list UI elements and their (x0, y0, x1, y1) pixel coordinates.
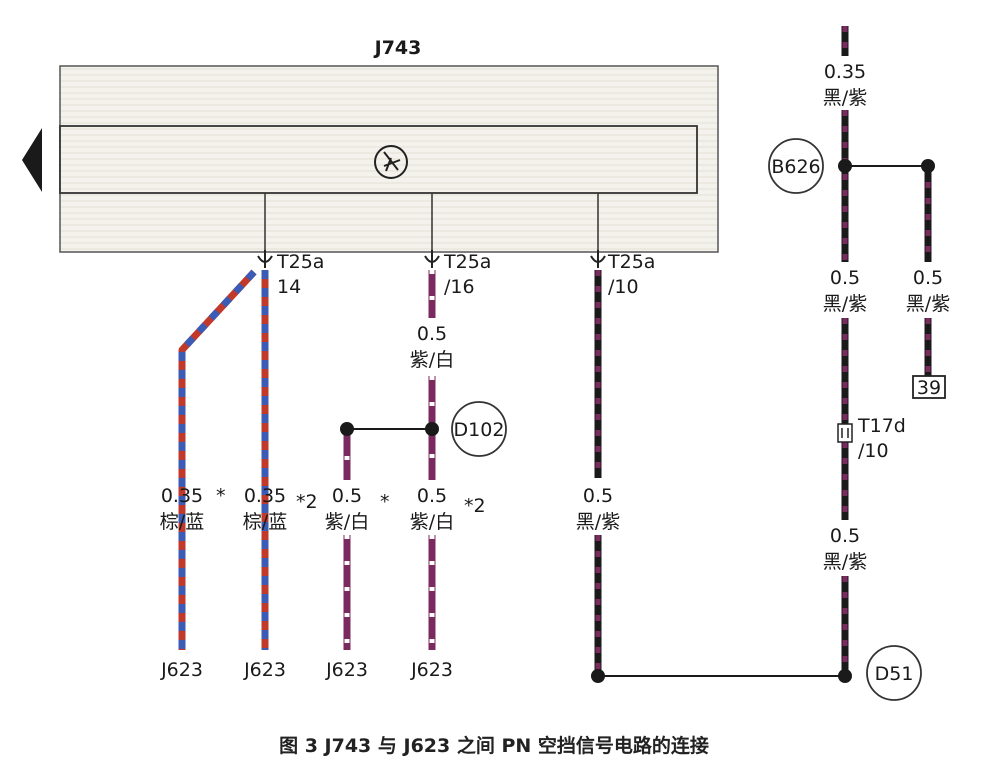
w1-color: 棕/蓝 (160, 511, 204, 533)
wire-w3-violet-white (343, 428, 432, 650)
arrow-left-icon (22, 128, 42, 192)
endpoint-j623-3: J623 (325, 659, 368, 681)
b626-left-size: 0.5 (830, 267, 860, 289)
figure-caption: 图 3 J743 与 J623 之间 PN 空挡信号电路的连接 (279, 734, 709, 757)
b626-right-size: 0.5 (913, 267, 943, 289)
module-inner-panel (59, 125, 698, 194)
wire-b626-branch-black-violet (845, 165, 932, 376)
w2-note: *2 (296, 491, 318, 513)
connector-pin-16-icon (424, 250, 440, 268)
splice-dot-b626-branch (921, 159, 935, 173)
ground-symbol-icon (374, 145, 408, 179)
w1-size: 0.35 (161, 485, 203, 507)
splice-dot-b626 (838, 159, 852, 173)
lower-right-size: 0.5 (830, 525, 860, 547)
connector-pin-10-icon (590, 250, 606, 268)
wire-w5-black-violet (594, 270, 845, 677)
splice-dot-w3 (340, 422, 354, 436)
b626-right-color: 黑/紫 (906, 293, 950, 315)
endpoint-j623-4: J623 (410, 659, 453, 681)
endpoint-j623-2: J623 (243, 659, 286, 681)
connection-d102: D102 (451, 401, 507, 457)
w1-note: * (216, 485, 226, 507)
w2-size: 0.35 (244, 485, 286, 507)
w3-color: 紫/白 (325, 511, 369, 533)
w5-size: 0.5 (583, 485, 613, 507)
w4-color: 紫/白 (410, 511, 454, 533)
connection-b626: B626 (768, 138, 824, 194)
connection-d51: D51 (866, 645, 922, 701)
svg-text:D102: D102 (454, 419, 505, 441)
module-title: J743 (373, 37, 422, 59)
reference-box-39: 39 (912, 375, 946, 399)
svg-text:39: 39 (917, 377, 941, 399)
pin16-wire-color: 紫/白 (410, 349, 454, 371)
pin14-connector-label: T25a (276, 251, 324, 273)
wire-w1-brown-blue (178, 269, 257, 650)
pin10-connector-label: T25a (607, 251, 655, 273)
svg-text:B626: B626 (771, 156, 820, 178)
w4-note: *2 (464, 495, 486, 517)
splice-dot-pin10 (591, 669, 605, 683)
top-wire-color: 黑/紫 (823, 87, 867, 109)
connector-t17d-icon (837, 423, 853, 443)
w3-size: 0.5 (332, 485, 362, 507)
pin16-connector-label: T25a (443, 251, 491, 273)
w3-note: * (380, 491, 390, 513)
endpoint-j623-1: J623 (160, 659, 203, 681)
w5-color: 黑/紫 (576, 511, 620, 533)
svg-text:D51: D51 (875, 663, 914, 685)
top-wire-size: 0.35 (824, 61, 866, 83)
connector-pin-14-icon (257, 250, 273, 268)
w2-color: 棕/蓝 (243, 511, 287, 533)
lower-right-color: 黑/紫 (823, 551, 867, 573)
pin10-number-label: /10 (608, 276, 639, 298)
t17d-pin-label: /10 (858, 440, 889, 462)
splice-dot-d51 (838, 669, 852, 683)
pin14-number-label: 14 (277, 276, 301, 298)
pin16-number-label: /16 (444, 276, 475, 298)
splice-dot-d102 (425, 422, 439, 436)
pin16-wire-size: 0.5 (417, 323, 447, 345)
w4-size: 0.5 (417, 485, 447, 507)
t17d-connector-label: T17d (857, 415, 906, 437)
b626-left-color: 黑/紫 (823, 293, 867, 315)
